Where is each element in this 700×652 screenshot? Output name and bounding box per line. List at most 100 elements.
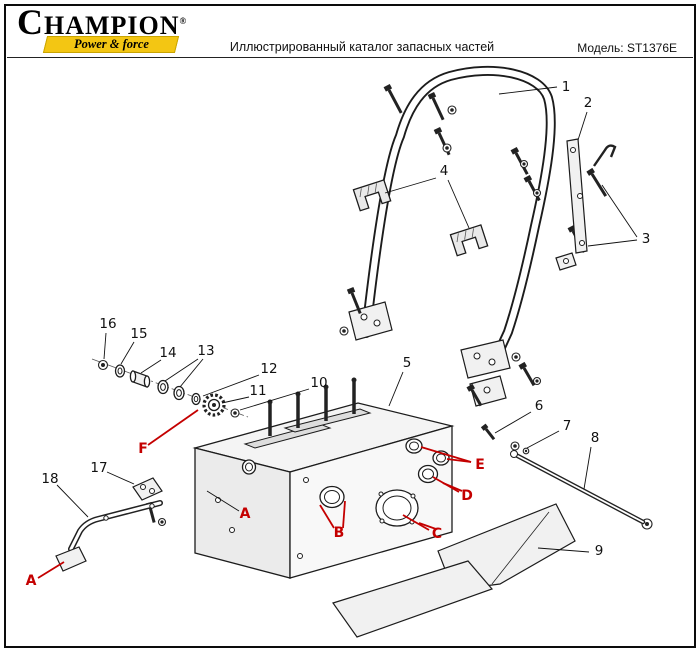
callout-leader-6: [494, 411, 532, 434]
page-title: Иллюстрированный каталог запасных частей: [229, 40, 495, 54]
callout-leader-15: [120, 341, 135, 365]
brand-logo: CHAMPION® Power & force: [17, 6, 207, 53]
washer-part-7: [510, 441, 520, 451]
callout-label-1: 1: [562, 79, 571, 95]
flange-nut-part-16: [97, 359, 109, 371]
bolt: [346, 287, 362, 314]
callout-leader-13: [179, 358, 204, 388]
callout-label-18: 18: [41, 471, 58, 487]
callout-leader-D: [442, 482, 463, 492]
callout-leader-4: [384, 177, 437, 194]
plate-hole: [473, 352, 481, 360]
callout-label-A: A: [26, 573, 37, 589]
callout-label-8: 8: [591, 430, 600, 446]
clip-hook: [593, 144, 617, 167]
handle-mount-plate-left: [348, 301, 393, 341]
nut: [447, 105, 457, 115]
callout-leader-18: [56, 484, 89, 518]
callout-leader-2: [577, 111, 588, 141]
handlebar-highlight: [362, 67, 554, 360]
latch-bracket-part-17: [132, 477, 163, 501]
callout-leader-16: [103, 332, 107, 360]
callout-label-5: 5: [403, 355, 412, 371]
callout-leader-E: [420, 446, 472, 463]
plate-hole: [488, 358, 496, 366]
carriage-stud: [351, 377, 357, 414]
nut-part-7: [522, 447, 530, 455]
bolt: [427, 91, 445, 121]
plate-hole: [360, 313, 368, 321]
bolt: [383, 83, 403, 114]
handlebar-part-1: [361, 65, 556, 361]
nut: [511, 352, 521, 362]
bolt: [466, 383, 483, 407]
carriage-stud: [295, 391, 301, 428]
callout-leader-B: [319, 504, 335, 529]
callout-label-4: 4: [440, 163, 449, 179]
callout-leader-10: [239, 388, 310, 411]
brand-name: CHAMPION®: [17, 1, 187, 42]
callout-label-12: 12: [260, 361, 277, 377]
callout-label-17: 17: [90, 460, 107, 476]
callout-label-C: C: [432, 526, 442, 542]
main-frame-part-5: [192, 377, 455, 579]
callout-label-11: 11: [249, 383, 266, 399]
bracket-hole: [563, 258, 569, 264]
bolt-part-3: [586, 167, 608, 197]
callout-leader-14: [140, 359, 162, 374]
callout-leader-B: [342, 500, 346, 529]
callout-label-7: 7: [563, 418, 572, 434]
bolt: [518, 361, 536, 387]
brand-banner: Power & force: [42, 35, 180, 53]
nut: [532, 376, 542, 386]
callout-leader-3: [587, 239, 638, 247]
callout-label-6: 6: [535, 398, 544, 414]
grip-clamp-lower: [449, 224, 489, 257]
brand-slogan: Power & force: [73, 36, 149, 51]
callout-leader-4: [447, 179, 470, 229]
callout-label-A: A: [240, 506, 251, 522]
callout-leader-9: [537, 547, 590, 553]
exploded-view-drawing: [55, 65, 653, 638]
carriage-stud: [267, 399, 273, 436]
callout-label-10: 10: [310, 375, 327, 391]
leader-lines: [37, 86, 638, 579]
callout-label-16: 16: [99, 316, 116, 332]
axle-hardware-parts-10-16: [91, 358, 249, 418]
nut: [442, 143, 452, 153]
plate-hole: [483, 386, 491, 394]
plate-hole: [373, 319, 381, 327]
callout-label-9: 9: [595, 543, 604, 559]
control-lever-part-18: [55, 500, 163, 572]
nut: [157, 517, 167, 527]
callout-leader-A: [206, 490, 240, 512]
bolt-part-6: [480, 423, 496, 441]
bracket-hole: [570, 147, 576, 153]
callout-leader-17: [106, 471, 135, 485]
bolt: [510, 146, 529, 175]
skid-panel-part-9: [332, 503, 576, 638]
callout-leader-1: [498, 86, 558, 95]
nut: [532, 188, 542, 198]
callout-label-15: 15: [130, 326, 147, 342]
callout-leader-8: [583, 446, 592, 490]
bracket-hole: [579, 240, 585, 246]
callout-leader-5: [388, 371, 404, 407]
callout-label-E: E: [475, 457, 485, 473]
nut-part-10: [230, 408, 240, 418]
nut: [519, 159, 529, 169]
callout-leader-3: [601, 184, 638, 238]
callout-leader-11: [221, 396, 250, 404]
callout-leader-A: [37, 561, 65, 579]
callout-label-3: 3: [642, 231, 651, 247]
callout-leader-C: [402, 514, 430, 531]
callout-label-2: 2: [584, 95, 593, 111]
model-label: Модель: ST1376E: [577, 41, 677, 55]
bolt: [433, 126, 451, 156]
registered-mark-icon: ®: [179, 16, 187, 26]
nut: [339, 326, 349, 336]
handle-mount-plate-right: [460, 339, 511, 379]
